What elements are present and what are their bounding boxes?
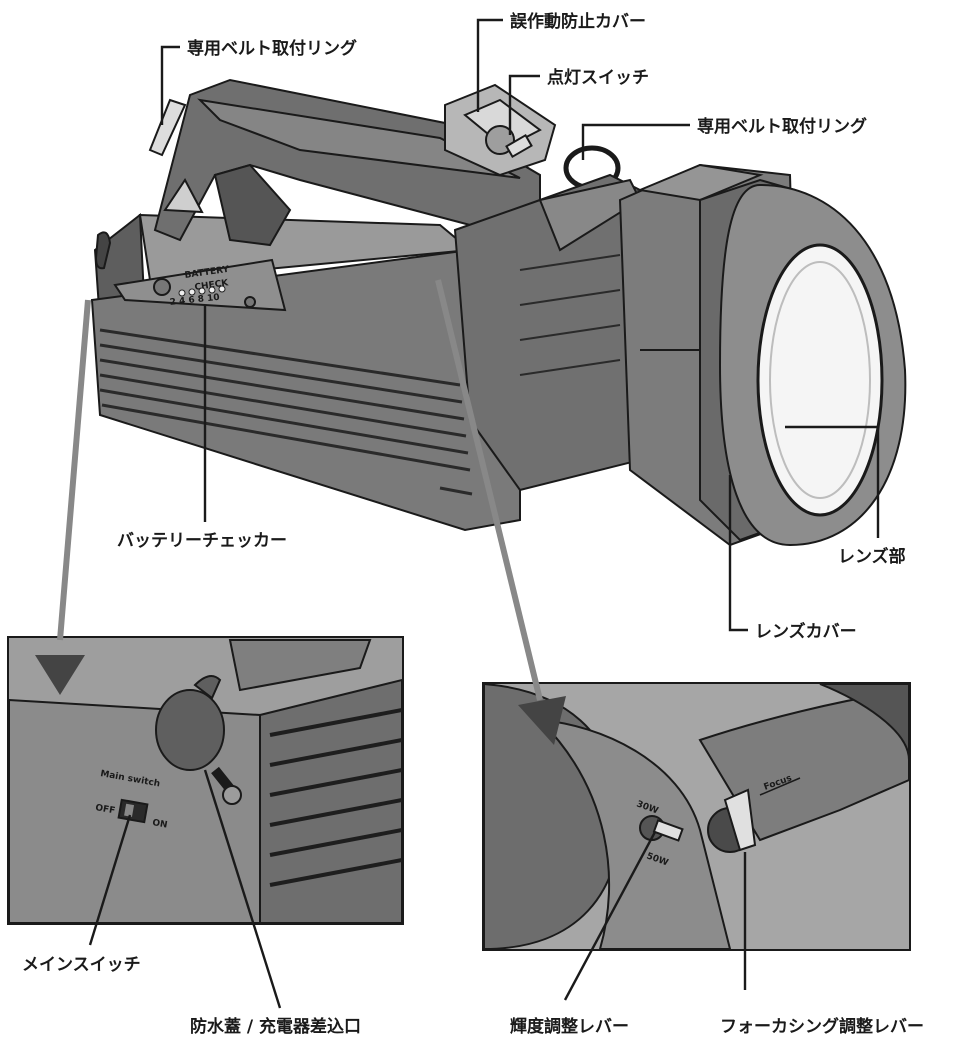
- detail-panel-main-switch: Main switch OFF ON: [7, 636, 404, 925]
- off-text: OFF: [94, 803, 115, 816]
- label-lens-cover: レンズカバー: [755, 621, 857, 642]
- battery-leds: [178, 285, 226, 297]
- battery-check-button[interactable]: [153, 278, 171, 296]
- arrow-to-left-panel: [35, 299, 91, 695]
- leader-lines: [88, 18, 880, 1009]
- lens: [756, 243, 884, 517]
- label-waterproof-cap: 防水蓋 / 充電器差込口: [190, 1016, 361, 1037]
- cooling-fins: [99, 328, 473, 496]
- charging-led: [244, 296, 256, 308]
- label-brightness-lever: 輝度調整レバー: [510, 1016, 629, 1037]
- on-text: ON: [151, 818, 168, 830]
- flashlight-body: BATTERY CHECK 2 4 6 8 10: [90, 78, 907, 547]
- label-belt-ring-left: 専用ベルト取付リング: [187, 38, 357, 59]
- warning-triangle-icon: [163, 178, 204, 214]
- belt-ring-left-icon: [148, 98, 187, 157]
- label-battery-checker: バッテリーチェッカー: [117, 531, 287, 551]
- label-belt-ring-right: 専用ベルト取付リング: [697, 116, 867, 137]
- label-lens-part: レンズ部: [838, 546, 906, 567]
- label-light-switch: 点灯スイッチ: [547, 67, 649, 88]
- labels: 専用ベルト取付リング 誤作動防止カバー 点灯スイッチ 専用ベルト取付リング バッ…: [22, 11, 924, 1037]
- arrow-to-right-panel: [435, 279, 566, 745]
- detail-panel-levers: 30W 50W Focus: [482, 682, 911, 951]
- battery-checker-plate: [113, 258, 287, 312]
- label-misoperation-cover: 誤作動防止カバー: [510, 11, 646, 32]
- label-main-switch: メインスイッチ: [22, 955, 141, 975]
- label-focusing-lever: フォーカシング調整レバー: [720, 1016, 924, 1037]
- waterproof-cap[interactable]: [155, 689, 225, 771]
